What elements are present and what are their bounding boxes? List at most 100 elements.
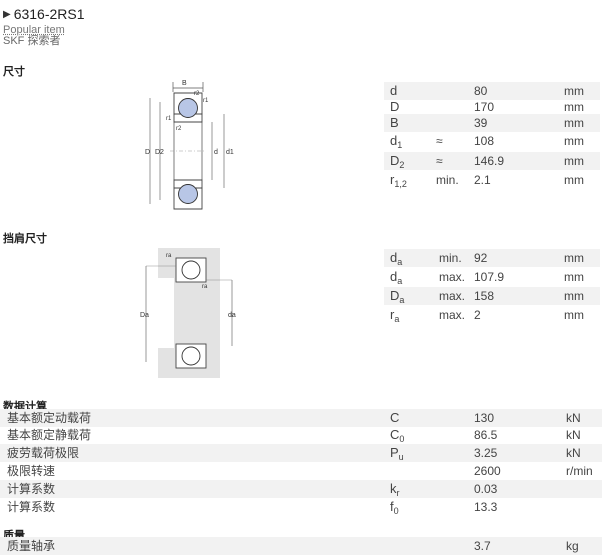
abutment-housing xyxy=(158,248,220,378)
dim-label-r2-inner: r2 xyxy=(176,126,182,132)
unit: mm xyxy=(564,84,584,98)
ball-bottom xyxy=(181,346,201,366)
row-label: 极限转速 xyxy=(7,464,56,478)
value: 2.1 xyxy=(474,173,491,187)
unit: mm xyxy=(564,134,584,148)
table-row: 质量轴承 3.7 kg xyxy=(0,537,602,555)
symbol: ra xyxy=(390,307,400,324)
qualifier: max. xyxy=(439,270,466,284)
symbol: r1,2 xyxy=(390,172,407,189)
value: 13.3 xyxy=(474,500,498,514)
symbol: B xyxy=(390,115,399,130)
unit: mm xyxy=(564,173,584,187)
value: 107.9 xyxy=(474,270,505,284)
skf-explorer-label: SKF 探索者 xyxy=(3,35,61,47)
qualifier: ≈ xyxy=(436,134,443,148)
dim-label-B: B xyxy=(182,80,187,87)
dim-label-ra-top: ra xyxy=(166,253,172,259)
symbol: da xyxy=(390,250,403,267)
unit: mm xyxy=(564,251,584,265)
row-label: 疲劳载荷极限 xyxy=(7,446,80,460)
symbol: d xyxy=(390,83,398,98)
unit: mm xyxy=(564,154,584,168)
table-row: 计算系数 kr 0.03 xyxy=(0,480,602,498)
symbol: Pu xyxy=(390,445,404,462)
symbol: D xyxy=(390,99,400,114)
row-label: 质量轴承 xyxy=(7,539,56,553)
value: 2600 xyxy=(474,464,501,478)
dim-label-d1: d1 xyxy=(226,149,234,156)
symbol: d1 xyxy=(390,133,403,150)
dim-label-r2-top: r2 xyxy=(194,91,200,97)
dim-label-D: D xyxy=(145,149,150,156)
table-row: 计算系数 f0 13.3 xyxy=(0,498,602,516)
unit: mm xyxy=(564,116,584,130)
product-title: ▶ 6316-2RS1 xyxy=(3,6,85,22)
table-row: r1,2 min. 2.1 mm xyxy=(384,171,600,189)
row-label: 基本额定静载荷 xyxy=(7,428,92,442)
triangle-right-icon: ▶ xyxy=(3,8,11,20)
symbol: Da xyxy=(390,288,405,305)
table-row: d1 ≈ 108 mm xyxy=(384,132,600,150)
product-designation: 6316-2RS1 xyxy=(13,6,85,22)
dim-label-r1-top: r1 xyxy=(203,98,209,104)
unit: r/min xyxy=(566,464,593,478)
unit: mm xyxy=(564,270,584,284)
unit: mm xyxy=(564,100,584,114)
value: 0.03 xyxy=(474,482,498,496)
value: 158 xyxy=(474,289,495,303)
popular-item-link[interactable]: Popular item xyxy=(3,24,65,36)
unit: mm xyxy=(564,308,584,322)
dim-label-Da: Da xyxy=(140,312,149,319)
table-row: d 80 mm xyxy=(384,82,600,100)
symbol: kr xyxy=(390,481,400,498)
qualifier: min. xyxy=(439,251,462,265)
value: 170 xyxy=(474,100,495,114)
symbol: C xyxy=(390,410,400,425)
table-row: B 39 mm xyxy=(384,114,600,132)
ball-top xyxy=(178,98,198,118)
symbol: C0 xyxy=(390,427,405,444)
table-row: 基本额定动载荷 C 130 kN xyxy=(0,409,602,427)
dim-label-r1-inner: r1 xyxy=(166,116,172,122)
ball-bottom xyxy=(178,184,198,204)
unit: kN xyxy=(566,428,581,442)
symbol: D2 xyxy=(390,153,405,170)
dim-label-da: da xyxy=(228,312,236,319)
unit: kg xyxy=(566,539,579,553)
row-label: 计算系数 xyxy=(7,500,56,514)
unit: kN xyxy=(566,446,581,460)
row-label: 基本额定动载荷 xyxy=(7,411,92,425)
table-row: D2 ≈ 146.9 mm xyxy=(384,152,600,170)
dim-label-d: d xyxy=(214,149,218,156)
value: 39 xyxy=(474,116,488,130)
symbol: f0 xyxy=(390,499,399,516)
qualifier: max. xyxy=(439,308,466,322)
value: 108 xyxy=(474,134,495,148)
dim-label-ra-inner: ra xyxy=(202,284,208,290)
value: 146.9 xyxy=(474,154,505,168)
value: 2 xyxy=(474,308,481,322)
table-row: 极限转速 2600 r/min xyxy=(0,462,602,480)
section-title-dimensions: 尺寸 xyxy=(3,66,25,78)
value: 3.7 xyxy=(474,539,491,553)
table-row: da max. 107.9 mm xyxy=(384,268,600,286)
row-label: 计算系数 xyxy=(7,482,56,496)
dim-label-D2: D2 xyxy=(155,149,164,156)
qualifier: min. xyxy=(436,173,459,187)
unit: mm xyxy=(564,289,584,303)
qualifier: max. xyxy=(439,289,466,303)
symbol: da xyxy=(390,269,403,286)
table-row: Da max. 158 mm xyxy=(384,287,600,305)
value: 130 xyxy=(474,411,495,425)
table-row: D 170 mm xyxy=(384,98,600,116)
table-row: da min. 92 mm xyxy=(384,249,600,267)
abutment-dimensions-drawing: ra ra Da da xyxy=(140,248,236,378)
table-row: ra max. 2 mm xyxy=(384,306,600,324)
value: 86.5 xyxy=(474,428,498,442)
table-row: 疲劳载荷极限 Pu 3.25 kN xyxy=(0,444,602,462)
value: 3.25 xyxy=(474,446,498,460)
table-row: 基本额定静载荷 C0 86.5 kN xyxy=(0,426,602,444)
value: 92 xyxy=(474,251,488,265)
ball-top xyxy=(181,260,201,280)
